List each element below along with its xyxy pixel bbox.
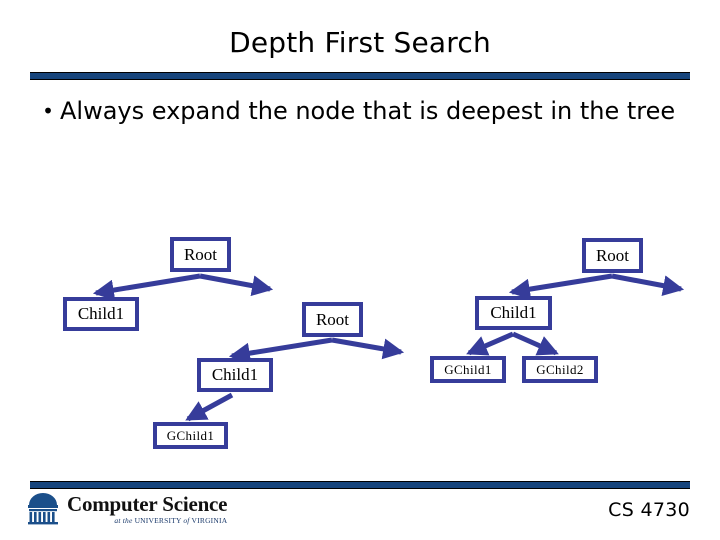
edge-child1-to-gchild2: [511, 331, 559, 356]
logo-sub-university: University: [134, 515, 182, 525]
list-item: • Always expand the node that is deepest…: [36, 96, 686, 127]
node-stage3-root: Root: [582, 238, 643, 273]
bullet-text: Always expand the node that is deepest i…: [60, 97, 676, 125]
node-stage2-root: Root: [302, 302, 363, 337]
edge-child1-to-gchild1: [466, 331, 514, 356]
logo-main-text: Computer Science: [67, 491, 228, 516]
edge-root-to-unexpanded: [331, 337, 405, 360]
edge-root-to-child1: [228, 337, 333, 364]
slide-body: • Always expand the node that is deepest…: [36, 96, 686, 127]
edge-root-to-child1: [508, 273, 613, 300]
edge-root-to-child1: [92, 273, 201, 301]
node-stage1-root: Root: [170, 237, 231, 272]
title-divider-bar: [30, 72, 690, 80]
page-title: Depth First Search: [229, 26, 491, 59]
stage-1-edges: [92, 273, 274, 301]
logo-sub-state: Virginia: [191, 515, 228, 525]
footer-divider-bar: [30, 481, 690, 489]
logo-sub-of: of: [183, 515, 190, 525]
bullet-icon: •: [42, 99, 54, 123]
uva-rotunda-icon: [26, 492, 60, 526]
logo-sub-prefix: at the: [114, 515, 133, 525]
logo-sub-text: at the University of Virginia: [114, 517, 227, 525]
node-stage2-child1: Child1: [197, 358, 273, 392]
node-stage1-child1: Child1: [63, 297, 139, 331]
node-stage3-gchild1: GChild1: [430, 356, 506, 383]
node-stage2-gchild1: GChild1: [153, 422, 228, 449]
uva-cs-logo: Computer Science at the University of Vi…: [26, 491, 228, 526]
node-stage3-gchild2: GChild2: [522, 356, 598, 383]
edge-child1-to-gchild1: [185, 392, 234, 422]
edge-root-to-unexpanded: [611, 273, 685, 297]
course-code: CS 4730: [608, 499, 690, 521]
edge-root-to-unexpanded: [199, 273, 274, 297]
node-stage3-child1: Child1: [475, 296, 552, 330]
logo-wordmark: Computer Science at the University of Vi…: [67, 491, 228, 525]
